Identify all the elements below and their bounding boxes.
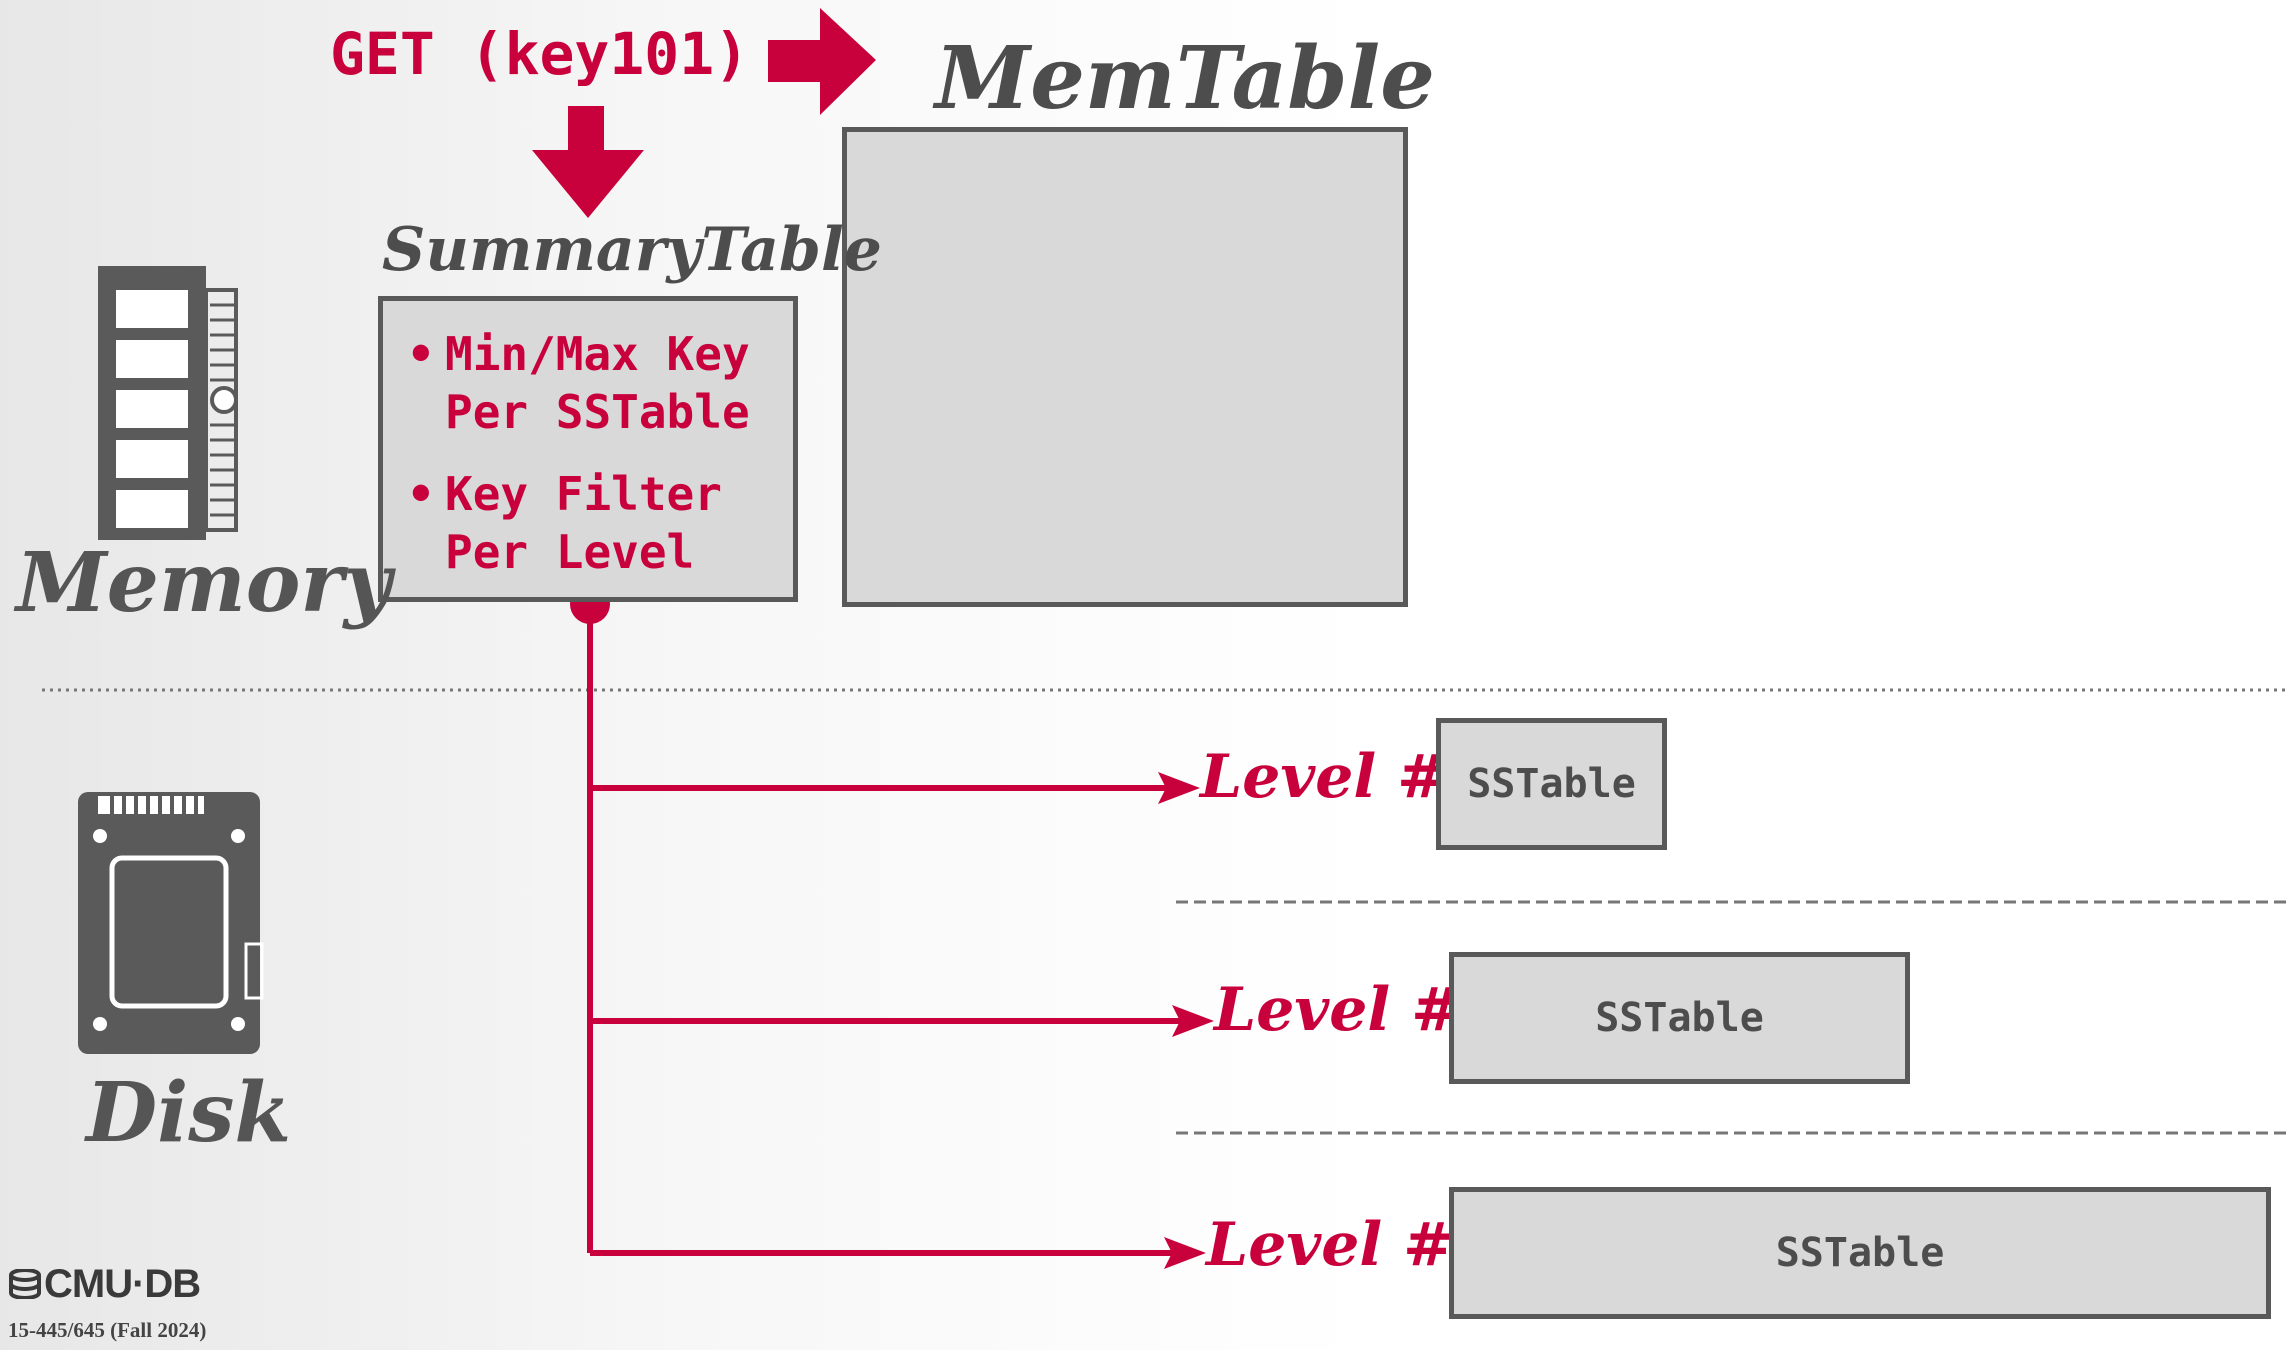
- level-1-sstable: SSTable: [1449, 952, 1910, 1084]
- summarytable-title: SummaryTable: [382, 215, 882, 285]
- summarytable-box: •Min/Max Key Per SSTable •Key Filter Per…: [378, 296, 798, 602]
- summary-bullet: •Key Filter Per Level: [407, 467, 722, 579]
- course-label: 15-445/645 (Fall 2024): [8, 1318, 207, 1342]
- get-request-label: GET (key101): [330, 20, 750, 88]
- bullet-line: Min/Max Key: [445, 327, 750, 381]
- memory-region-label: Memory: [16, 535, 392, 631]
- brand-text: CMU·DB: [44, 1262, 201, 1306]
- summary-to-levels-connector: [570, 584, 1214, 1269]
- bullet-line: Per Level: [445, 525, 695, 579]
- memtable-box: [842, 127, 1408, 607]
- arrow-to-summarytable: [532, 106, 644, 218]
- memtable-title: MemTable: [935, 28, 1435, 129]
- ram-stick-icon: [98, 266, 238, 540]
- disk-region-label: Disk: [86, 1065, 292, 1161]
- arrow-to-level-0: [1158, 772, 1200, 804]
- level-2-sstable: SSTable: [1449, 1187, 2271, 1319]
- arrow-to-level-1: [1172, 1005, 1214, 1037]
- database-icon: [9, 1269, 41, 1299]
- level-0-sstable: SSTable: [1436, 718, 1667, 850]
- level-2-label: Level #2: [1206, 1210, 1496, 1280]
- arrow-to-memtable: [768, 8, 876, 115]
- arrow-to-level-2: [1164, 1237, 1206, 1269]
- bullet-line: Key Filter: [445, 467, 722, 521]
- ssd-drive-icon: [78, 792, 264, 1054]
- summary-bullet: •Min/Max Key Per SSTable: [407, 327, 750, 439]
- bullet-line: Per SSTable: [445, 385, 750, 439]
- brand-logo: CMU·DB: [8, 1262, 201, 1307]
